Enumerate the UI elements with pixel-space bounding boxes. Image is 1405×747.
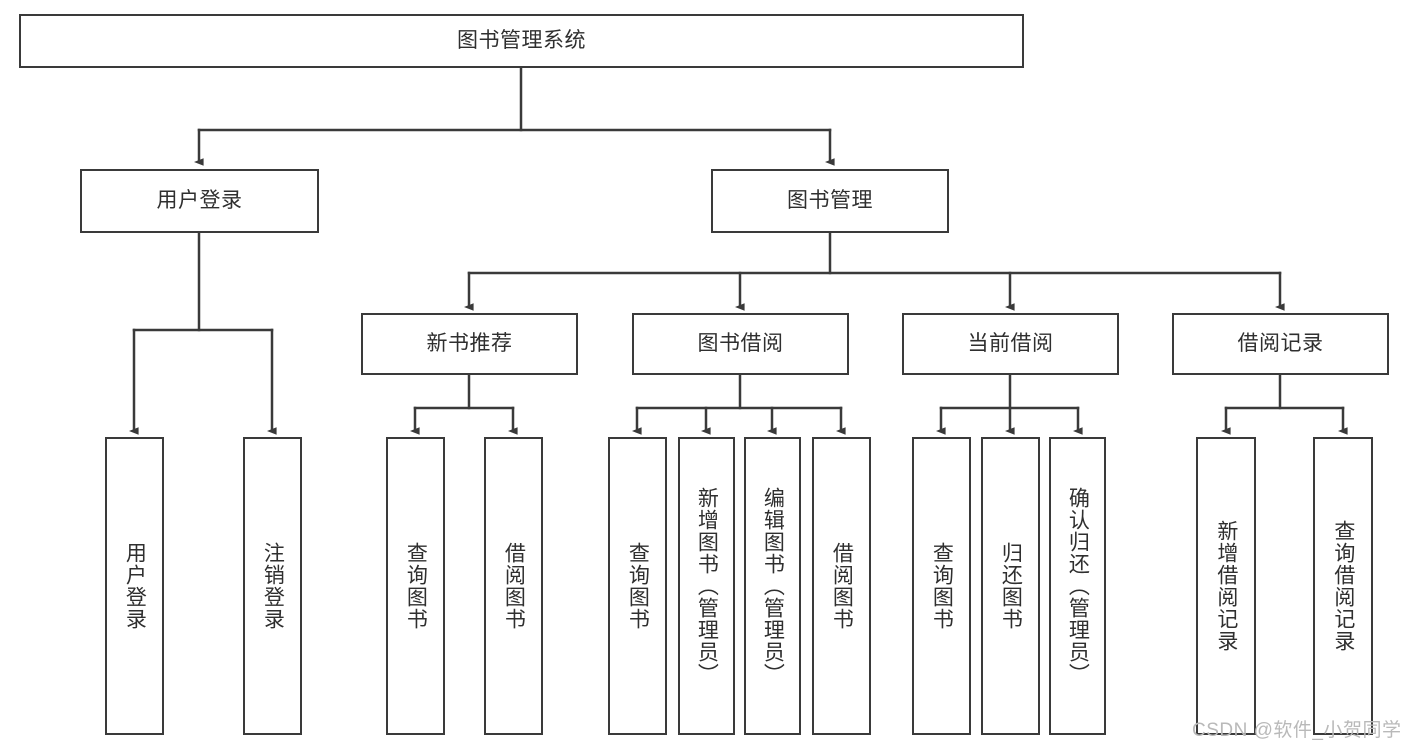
node-leaf-query-book-1-label: 查询图书 xyxy=(404,542,428,630)
node-leaf-borrow-book-1-label: 借阅图书 xyxy=(502,542,526,630)
csdn-watermark: CSDN @软件_小贺同学 xyxy=(1192,720,1402,741)
node-current-borrow[interactable]: 当前借阅 xyxy=(902,313,1119,375)
node-leaf-query-record[interactable]: 查询借阅记录 xyxy=(1313,437,1373,735)
node-leaf-logout-login[interactable]: 注销登录 xyxy=(243,437,302,735)
node-leaf-query-book-2[interactable]: 查询图书 xyxy=(608,437,667,735)
node-book-borrow-label: 图书借阅 xyxy=(697,331,784,355)
node-user-login-label: 用户登录 xyxy=(156,188,243,212)
node-new-book-recommend[interactable]: 新书推荐 xyxy=(361,313,578,375)
node-leaf-logout-login-label: 注销登录 xyxy=(261,542,285,630)
node-leaf-query-book-3-label: 查询图书 xyxy=(930,542,954,630)
node-leaf-borrow-book-2[interactable]: 借阅图书 xyxy=(812,437,871,735)
node-book-management-label: 图书管理 xyxy=(787,188,873,212)
node-leaf-return-book[interactable]: 归还图书 xyxy=(981,437,1040,735)
node-leaf-query-book-1[interactable]: 查询图书 xyxy=(386,437,445,735)
node-leaf-user-login-label: 用户登录 xyxy=(123,542,147,630)
node-leaf-add-book-label: 新增图书（管理员） xyxy=(695,487,719,685)
node-current-borrow-label: 当前借阅 xyxy=(967,331,1054,355)
node-leaf-confirm-return[interactable]: 确认归还（管理员） xyxy=(1049,437,1106,735)
node-book-management[interactable]: 图书管理 xyxy=(711,169,949,233)
node-leaf-add-record[interactable]: 新增借阅记录 xyxy=(1196,437,1256,735)
node-leaf-query-book-3[interactable]: 查询图书 xyxy=(912,437,971,735)
node-leaf-query-book-2-label: 查询图书 xyxy=(626,542,650,630)
node-leaf-query-record-label: 查询借阅记录 xyxy=(1331,520,1355,652)
node-leaf-borrow-book-2-label: 借阅图书 xyxy=(830,542,854,630)
node-leaf-add-record-label: 新增借阅记录 xyxy=(1214,520,1238,652)
node-new-book-recommend-label: 新书推荐 xyxy=(426,331,513,355)
node-leaf-confirm-return-label: 确认归还（管理员） xyxy=(1066,487,1090,685)
node-root-label: 图书管理系统 xyxy=(457,28,586,52)
node-leaf-user-login[interactable]: 用户登录 xyxy=(105,437,164,735)
node-borrow-record[interactable]: 借阅记录 xyxy=(1172,313,1389,375)
node-book-borrow[interactable]: 图书借阅 xyxy=(632,313,849,375)
node-leaf-borrow-book-1[interactable]: 借阅图书 xyxy=(484,437,543,735)
node-root[interactable]: 图书管理系统 xyxy=(19,14,1024,68)
node-user-login[interactable]: 用户登录 xyxy=(80,169,319,233)
node-leaf-add-book[interactable]: 新增图书（管理员） xyxy=(678,437,735,735)
node-borrow-record-label: 借阅记录 xyxy=(1237,331,1324,355)
node-leaf-edit-book[interactable]: 编辑图书（管理员） xyxy=(744,437,801,735)
node-leaf-edit-book-label: 编辑图书（管理员） xyxy=(761,487,785,685)
node-leaf-return-book-label: 归还图书 xyxy=(999,542,1023,630)
